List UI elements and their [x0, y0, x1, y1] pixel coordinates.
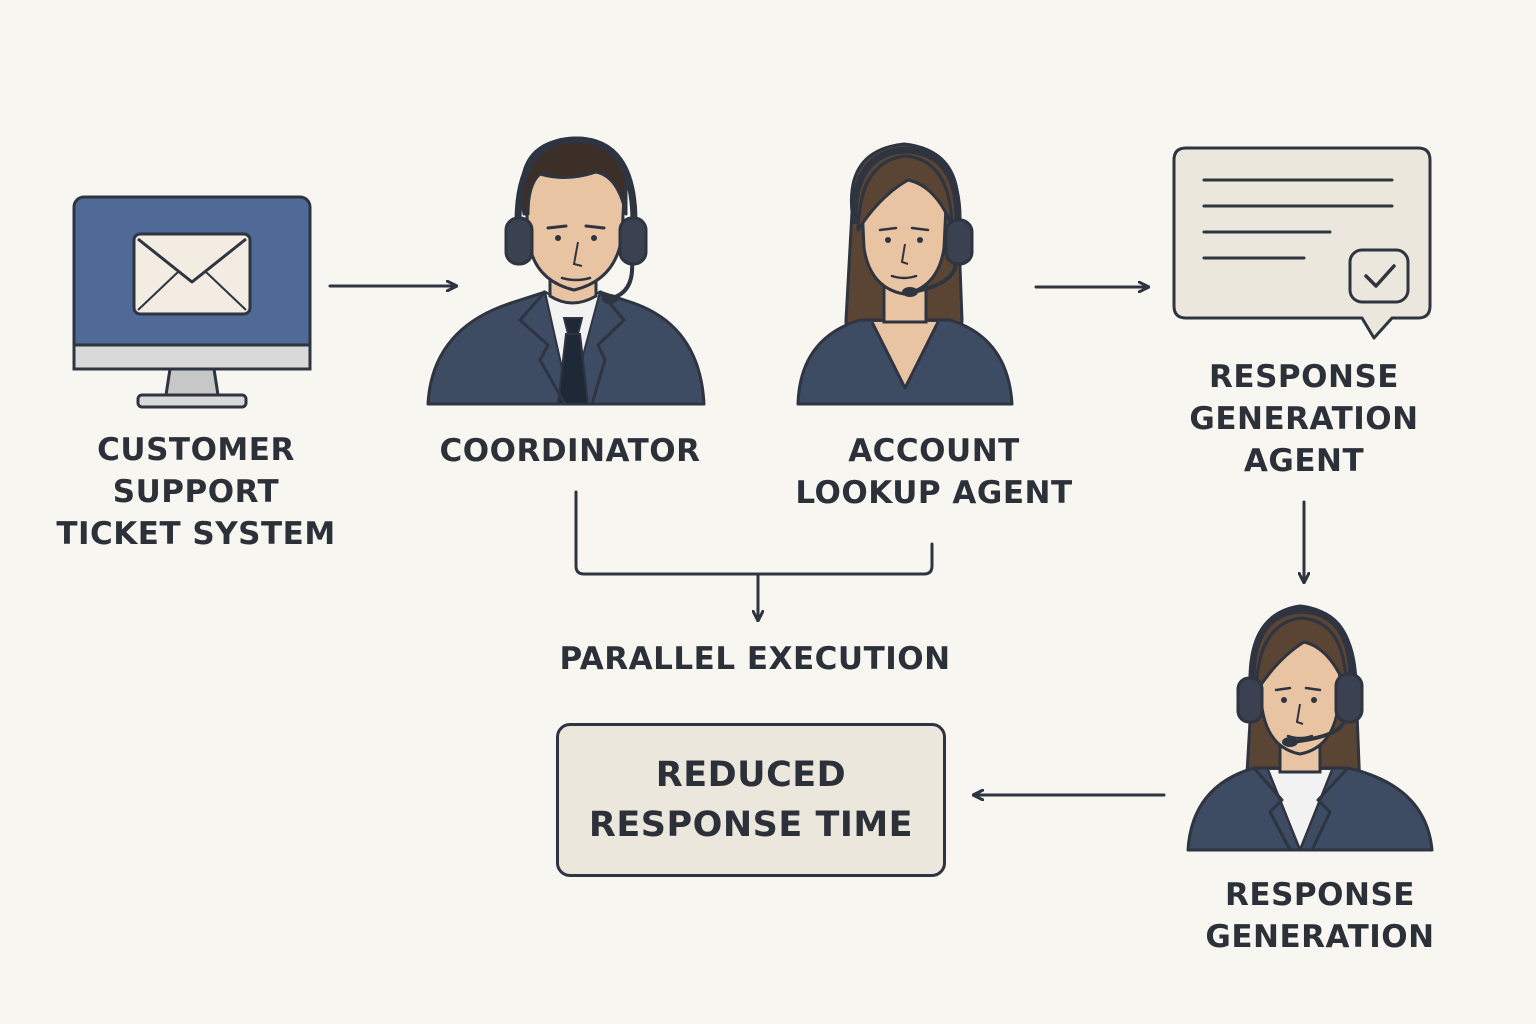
ticket-system-label: CUSTOMER SUPPORT TICKET SYSTEM — [44, 429, 348, 555]
response-generation-label-line1: RESPONSE — [1225, 877, 1415, 913]
parallel-execution-text: PARALLEL EXECUTION — [559, 641, 951, 677]
female-agent-headset-icon — [796, 142, 1014, 406]
response-generation-agent-label-line3: AGENT — [1243, 443, 1365, 479]
male-agent-headset-icon — [426, 136, 706, 406]
outcome-line1: REDUCED — [655, 755, 847, 795]
ticket-system-label-line2: SUPPORT — [112, 474, 280, 510]
message-checkmark-icon — [1172, 146, 1432, 340]
reduced-response-time-box: REDUCED RESPONSE TIME — [556, 723, 946, 877]
account-lookup-label-line1: ACCOUNT — [848, 433, 1020, 469]
coordinator-label: COORDINATOR — [420, 430, 720, 472]
female-agent-headset-icon — [1186, 604, 1434, 852]
coordinator-label-line1: COORDINATOR — [439, 433, 701, 469]
parallel-bracket — [574, 490, 934, 576]
response-generation-label-line2: GENERATION — [1205, 919, 1435, 955]
account-lookup-label: ACCOUNT LOOKUP AGENT — [780, 430, 1088, 514]
flow-connectors — [328, 286, 1304, 795]
parallel-execution-label: PARALLEL EXECUTION — [540, 638, 970, 680]
account-lookup-label-line2: LOOKUP AGENT — [795, 475, 1073, 511]
monitor-envelope-icon — [72, 195, 312, 409]
ticket-system-label-line3: TICKET SYSTEM — [56, 516, 336, 552]
response-generation-agent-label-line1: RESPONSE — [1209, 359, 1399, 395]
outcome-line2: RESPONSE TIME — [588, 805, 914, 845]
ticket-system-label-line1: CUSTOMER — [97, 432, 295, 468]
response-generation-agent-label-line2: GENERATION — [1189, 401, 1419, 437]
response-generation-label: RESPONSE GENERATION — [1180, 874, 1460, 958]
response-generation-agent-label: RESPONSE GENERATION AGENT — [1166, 356, 1442, 482]
